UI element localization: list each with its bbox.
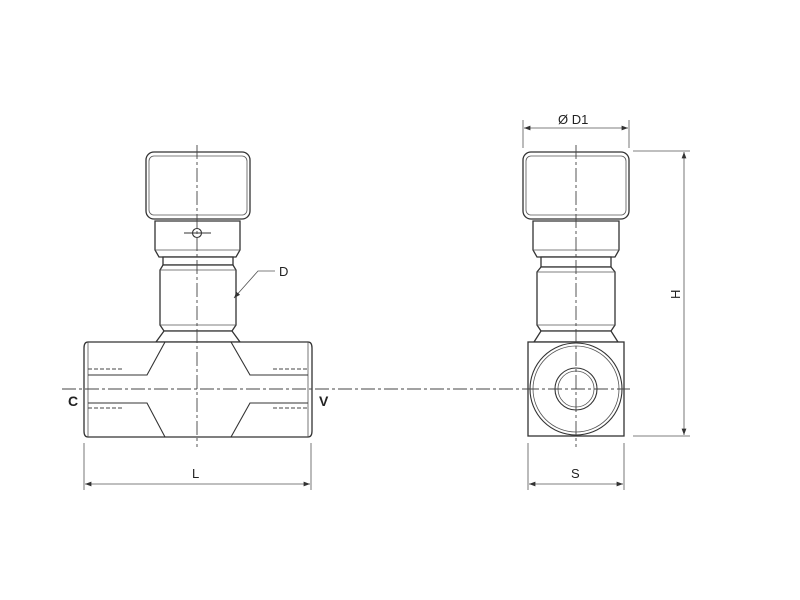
height-label: H (668, 290, 683, 299)
width-label: S (571, 466, 580, 481)
inlet-label: C (68, 393, 78, 409)
threaded-stem-side (536, 266, 616, 332)
thread-label: D (279, 264, 288, 279)
length-label: L (192, 466, 199, 481)
threaded-stem (159, 264, 237, 332)
collar (154, 220, 241, 258)
outlet-label: V (319, 393, 329, 409)
front-view: D C V L (62, 145, 525, 490)
knurl-pattern (148, 155, 248, 216)
valve-body (83, 341, 313, 438)
knob (145, 151, 251, 220)
side-view: Ø D1 H S (522, 112, 690, 490)
knob-diameter-label: Ø D1 (558, 112, 588, 127)
